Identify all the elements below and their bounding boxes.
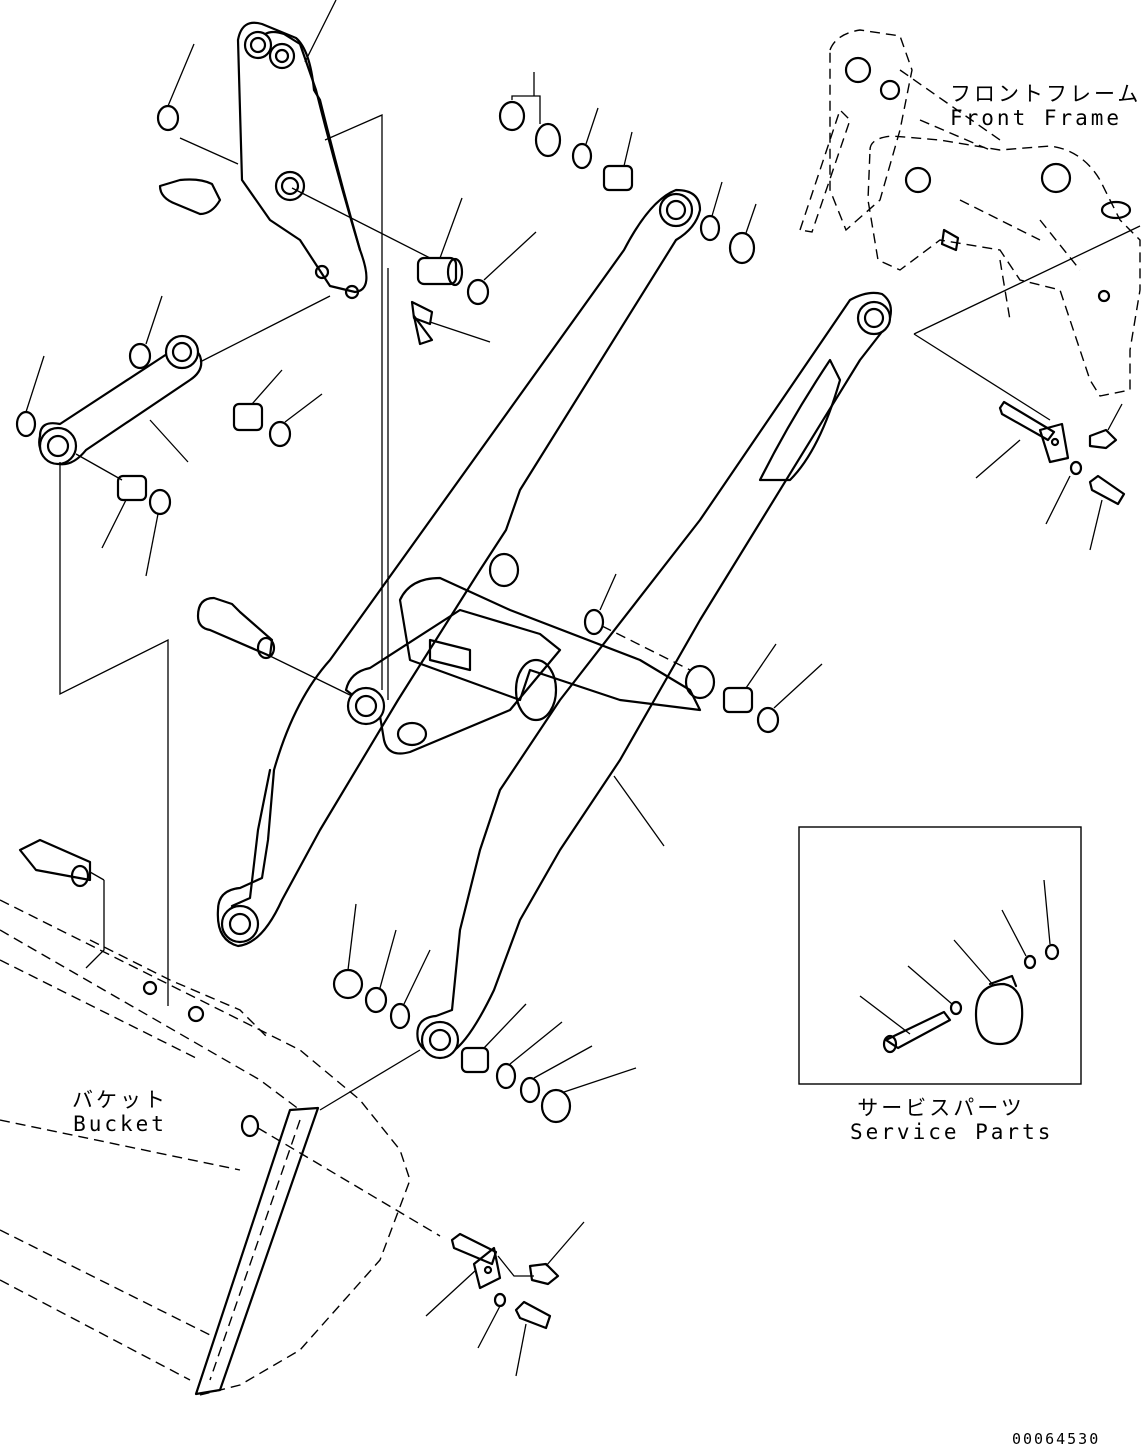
front-frame — [799, 29, 1141, 397]
service-parts-label-jp: サービスパーツ — [857, 1096, 1025, 1120]
left-boom — [216, 188, 702, 948]
bucket-label-en: Bucket — [73, 1112, 167, 1136]
right-boom — [416, 291, 893, 1060]
bucket-label: バケット Bucket — [72, 1088, 168, 1136]
bellcrank — [236, 0, 368, 300]
frame-pin-set — [913, 225, 1141, 551]
link — [15, 295, 331, 1006]
bucket-pin-set — [425, 1221, 585, 1377]
cross-tube — [196, 576, 702, 755]
drawing-number: 00064530 — [1012, 1430, 1101, 1448]
boom-seals — [319, 72, 823, 1124]
service-parts-label: サービスパーツ Service Parts — [850, 1096, 1054, 1144]
front-frame-label-en: Front Frame — [950, 106, 1123, 130]
front-frame-label: フロントフレーム Front Frame — [950, 82, 1142, 130]
service-parts-label-en: Service Parts — [850, 1120, 1054, 1144]
service-parts-box — [798, 826, 1082, 1085]
front-frame-label-jp: フロントフレーム — [950, 82, 1142, 106]
bucket-label-jp: バケット — [72, 1088, 168, 1112]
bucket — [0, 838, 441, 1396]
bellcrank-seals — [156, 43, 537, 346]
